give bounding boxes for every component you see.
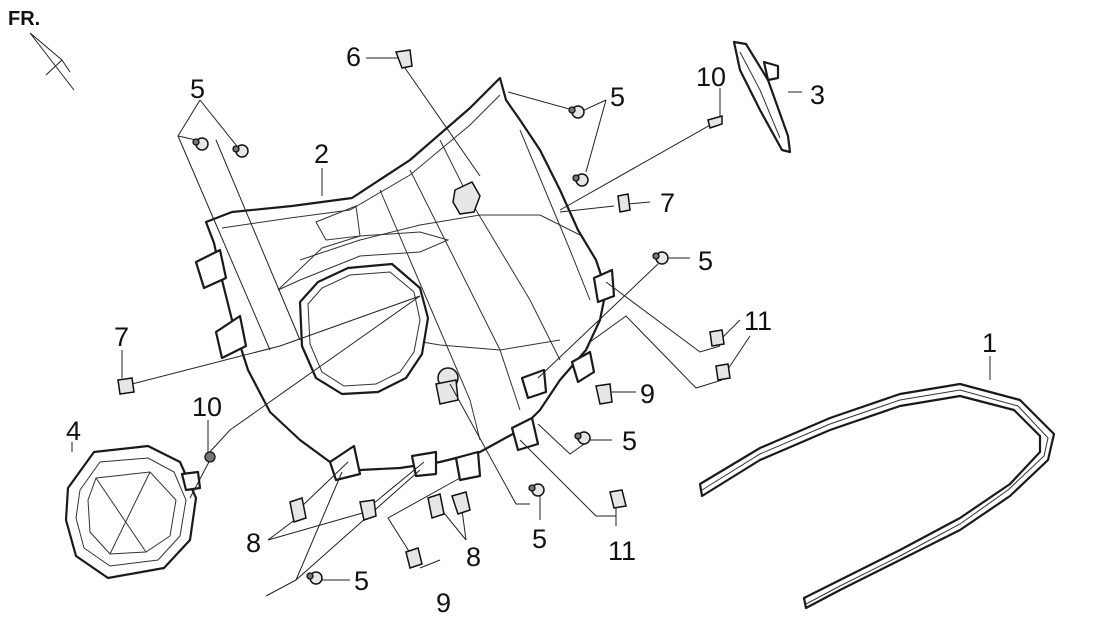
nut-icon: [359, 499, 377, 521]
callout-7: 7: [660, 188, 675, 218]
callout-1: 1: [982, 328, 997, 358]
screw-icon: [192, 137, 209, 151]
callout-4: 4: [66, 416, 81, 446]
front-arrow-icon: [29, 32, 75, 91]
front-direction-marker: FR.: [8, 8, 75, 91]
nut-icon: [405, 547, 423, 569]
callout-5: 5: [354, 566, 369, 596]
screw-icon: [568, 105, 585, 119]
callout-5: 5: [622, 426, 637, 456]
callout-8: 8: [466, 542, 481, 572]
hardware: [117, 49, 731, 585]
callout-5: 5: [532, 524, 547, 554]
callout-5: 5: [610, 82, 625, 112]
clip-icon: [117, 377, 135, 395]
rivet-icon: [707, 115, 723, 129]
callout-2: 2: [314, 139, 329, 169]
front-label: FR.: [8, 8, 40, 30]
callout-5: 5: [190, 74, 205, 104]
screw-icon: [572, 173, 589, 187]
callout-labels: 1 2 3 4 5 5 5 5 5 5 6 7 7 8 8 9 9 10 10 …: [66, 42, 997, 618]
part-side-trim: [732, 40, 792, 154]
callout-10: 10: [696, 62, 726, 92]
clip-icon: [609, 489, 627, 509]
callout-10: 10: [192, 392, 222, 422]
nut-icon: [427, 493, 445, 519]
part-edge-trim: [698, 382, 1056, 610]
callout-9: 9: [640, 379, 655, 409]
rivet-icon: [204, 451, 216, 463]
screw-icon: [574, 431, 591, 445]
screw-icon: [652, 251, 669, 265]
callout-8: 8: [246, 528, 261, 558]
callout-5: 5: [698, 246, 713, 276]
callout-11: 11: [744, 306, 772, 336]
nut-icon: [289, 497, 307, 523]
clip-icon: [617, 193, 631, 213]
part-headlight-frame: [64, 444, 202, 580]
callout-3: 3: [810, 80, 825, 110]
callout-9: 9: [436, 588, 451, 618]
callout-11: 11: [608, 536, 636, 566]
part-inner-cover: [194, 76, 616, 482]
screw-icon: [232, 144, 249, 158]
screw-icon: [306, 571, 323, 585]
screw-icon: [528, 483, 545, 497]
clip-icon: [394, 49, 413, 69]
nut-icon: [451, 491, 471, 515]
callout-6: 6: [346, 42, 361, 72]
clip-icon: [715, 363, 731, 381]
nut-icon: [595, 383, 613, 405]
callout-7: 7: [114, 322, 129, 352]
clip-icon: [709, 329, 725, 347]
